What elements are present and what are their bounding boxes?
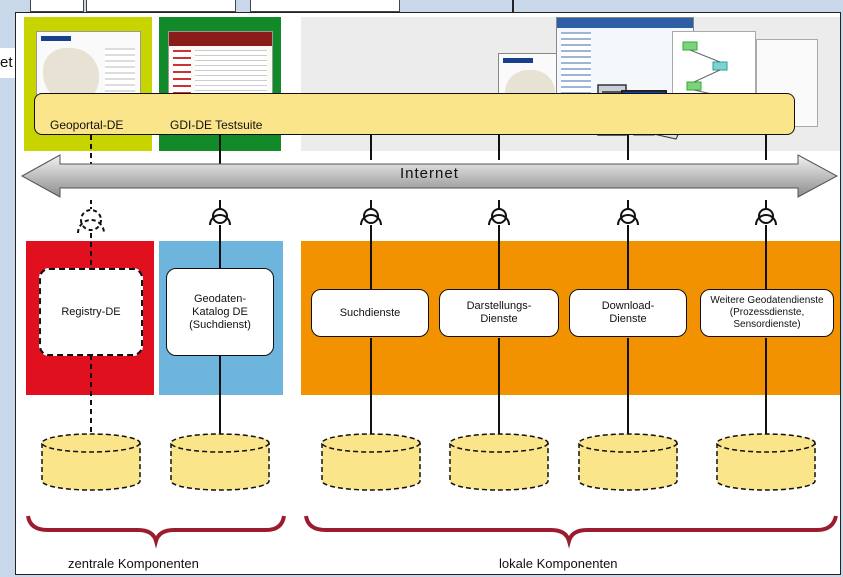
internet-label: Internet [400,165,459,182]
suchdienste-box: Suchdienste [311,289,429,337]
geoportal-label: Geoportal-DE [50,118,124,132]
katalog-box: Geodaten- Katalog DE (Suchdienst) [166,268,274,356]
local-caption: lokale Komponenten [499,556,618,571]
darstellung-box: Darstellungs- Dienste [439,289,559,337]
application-bar [34,93,795,135]
socket-registry [77,209,105,234]
background-text-field: et [0,48,16,78]
registry-box: Registry-DE [39,268,143,356]
database-registry [41,433,141,491]
katalog-label: Geodaten- Katalog DE (Suchdienst) [189,292,251,331]
brace-central [26,515,286,549]
suchdienste-label: Suchdienste [339,306,401,319]
background-divider [512,0,514,12]
database-weitere [716,433,816,491]
socket-download [617,208,639,226]
central-caption: zentrale Komponenten [68,556,199,571]
database-darstellung [449,433,549,491]
socket-suchdienste [360,208,382,226]
darstellung-label: Darstellungs- Dienste [466,300,532,325]
download-label: Download- Dienste [601,300,655,325]
socket-weitere [755,208,777,226]
brace-local [304,515,838,549]
background-tab-3 [250,0,400,12]
testsuite-label: GDI-DE Testsuite [170,118,263,132]
socket-darstellung [488,208,510,226]
registry-label: Registry-DE [61,305,121,318]
background-tab-1 [30,0,84,12]
weitere-box: Weitere Geodatendienste (Prozessdienste,… [700,289,834,337]
background-tab-2 [86,0,236,12]
lower-connectors [26,200,838,549]
top-connectors [90,135,767,188]
download-box: Download- Dienste [569,289,687,337]
socket-katalog [209,208,231,226]
diagram-frame: Geoportal-DE GDI-DE Testsuite Internet [15,12,841,575]
database-katalog [170,433,270,491]
database-download [578,433,678,491]
background-text: et [0,54,13,71]
internet-arrow [20,154,839,198]
weitere-label: Weitere Geodatendienste (Prozessdienste,… [710,295,824,330]
database-suchdienste [321,433,421,491]
